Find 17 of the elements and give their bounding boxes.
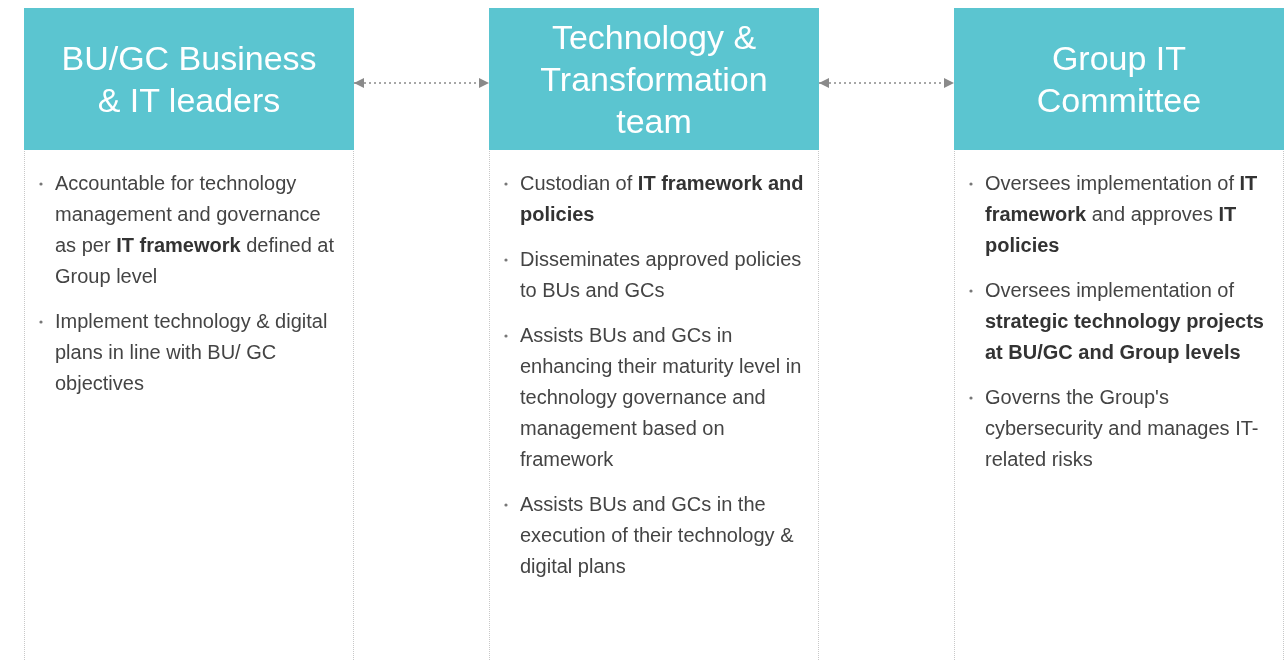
bullet-text: Oversees implementation of IT framework and approves IT policies — [985, 172, 1258, 256]
bullet-text: Assists BUs and GCs in enhancing their maturity level in technology governance and management based on framework — [520, 324, 802, 470]
bullet-text: Oversees implementation of strategic technology projects at BU/GC and Group levels — [985, 279, 1264, 363]
column-panel — [954, 8, 1284, 660]
bullet-text: Governs the Group's cybersecurity and manages IT-related risks — [985, 386, 1259, 470]
bullet-text: Custodian of IT framework and policies — [520, 172, 804, 225]
double-arrow — [818, 78, 955, 88]
column-heading: Group IT Committee — [954, 8, 1284, 150]
bullet-text: Implement technology & digital plans in line with BU/ GC objectives — [55, 310, 328, 394]
column-heading: BU/GC Business & IT leaders — [24, 8, 354, 150]
double-arrow — [353, 78, 490, 88]
column-panel — [24, 8, 354, 660]
column-panel — [489, 8, 819, 660]
column-heading: Technology & Transformation team — [489, 8, 819, 150]
bullet-text: Accountable for technology management and governance as per IT framework defined at Group level — [55, 172, 335, 287]
bullet-text: Disseminates approved policies to BUs and GCs — [520, 248, 802, 301]
bullet-text: Assists BUs and GCs in the execution of their technology & digital plans — [520, 493, 794, 577]
